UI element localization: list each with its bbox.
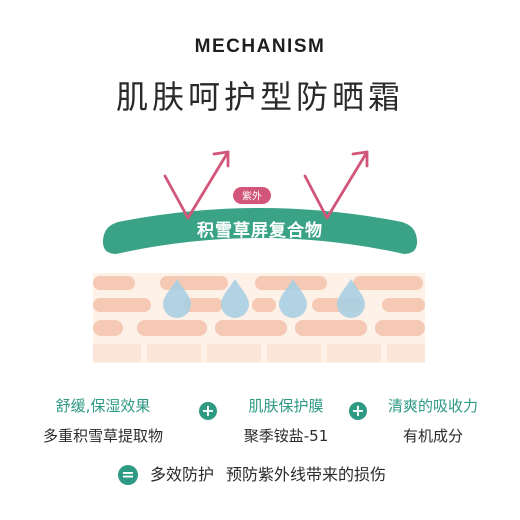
plus-icon: + xyxy=(199,402,217,420)
feature-desc: 有机成分 xyxy=(402,427,463,445)
feature-absorption: 清爽的吸收力 有机成分 xyxy=(348,396,518,446)
feature-title: 清爽的吸收力 xyxy=(387,397,478,415)
mechanism-diagram: 积雪草屏复合物 紫外 xyxy=(93,150,425,363)
skin-row-3 xyxy=(93,320,425,336)
skin-row-4 xyxy=(93,344,425,362)
summary: 多效防护预防紫外线带来的损伤 xyxy=(150,465,386,485)
feature-title: 舒缓,保湿效果 xyxy=(55,397,151,415)
feature-desc: 多重积雪草提取物 xyxy=(42,427,163,445)
title-en: MECHANISM xyxy=(194,36,326,57)
feature-title: 肌肤保护膜 xyxy=(248,397,324,415)
summary-part2: 预防紫外线带来的损伤 xyxy=(226,465,387,484)
feature-desc: 聚季铵盐-51 xyxy=(243,427,329,445)
feature-soothing: 舒缓,保湿效果 多重积雪草提取物 xyxy=(18,396,188,446)
protective-band: 积雪草屏复合物 xyxy=(102,208,418,254)
plus-icon: + xyxy=(349,402,367,420)
arrow-left-icon xyxy=(163,150,230,220)
skin-layer xyxy=(93,273,425,363)
summary-part1: 多效防护 xyxy=(150,465,215,484)
moisture-droplets xyxy=(163,279,365,318)
uv-badge-label: 紫外 xyxy=(242,191,262,203)
title-cn: 肌肤呵护型防晒霜 xyxy=(115,78,404,116)
droplet-icon xyxy=(221,279,249,318)
arrow-right-icon xyxy=(303,150,369,220)
droplet-icon xyxy=(337,279,365,318)
feature-protection-film: 肌肤保护膜 聚季铵盐-51 xyxy=(201,396,371,446)
droplet-icon xyxy=(163,279,191,318)
band-label: 积雪草屏复合物 xyxy=(197,220,323,241)
uv-reflection-arrows xyxy=(163,150,369,220)
equals-icon: = xyxy=(118,465,138,485)
droplet-icon xyxy=(279,279,307,318)
uv-badge: 紫外 xyxy=(233,187,271,204)
